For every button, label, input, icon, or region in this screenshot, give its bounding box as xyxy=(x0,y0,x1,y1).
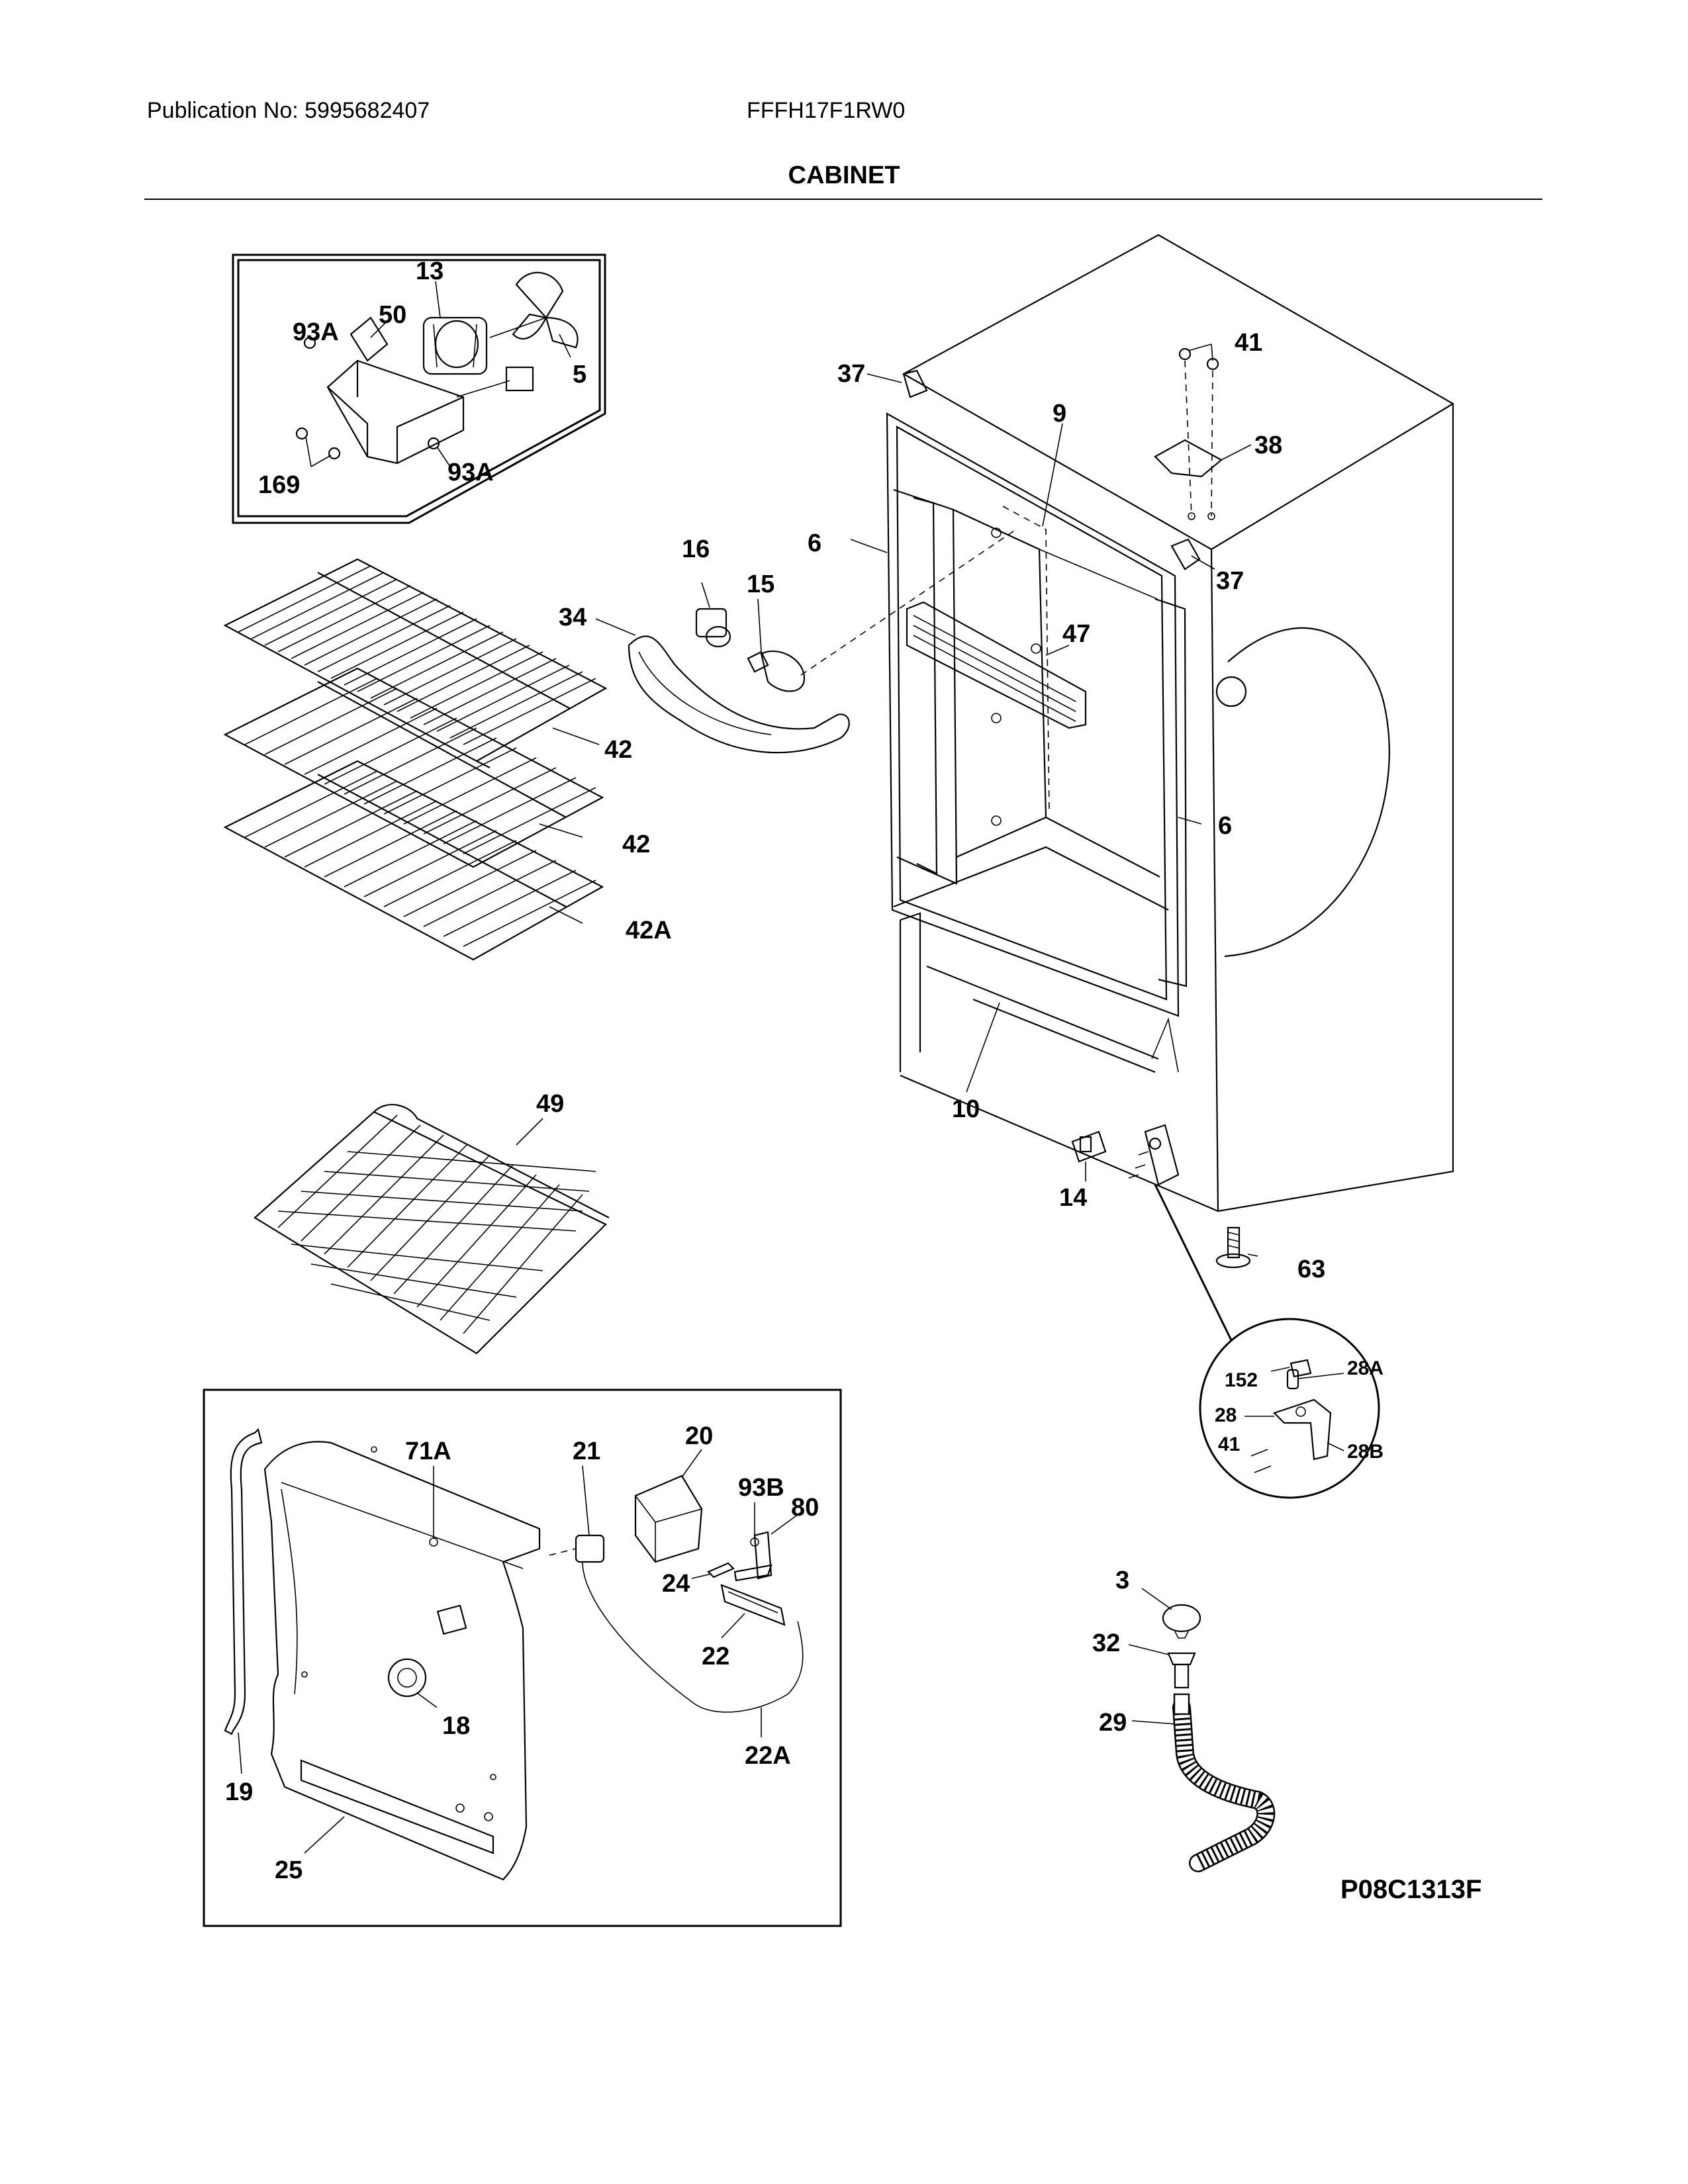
callout-152: 152 xyxy=(1225,1369,1258,1391)
callout-6: 6 xyxy=(808,529,821,557)
light-socket xyxy=(695,608,731,648)
defrost-thermostat xyxy=(549,1534,804,1713)
top-hinge xyxy=(1154,347,1223,520)
callout-28B: 28B xyxy=(1347,1441,1383,1463)
motor-bracket xyxy=(326,316,465,465)
shelf-bottom xyxy=(223,760,604,961)
callout-93A: 93A xyxy=(447,459,494,486)
callout-32: 32 xyxy=(1092,1629,1120,1657)
callout-19: 19 xyxy=(225,1778,253,1806)
publication-number: Publication No: 5995682407 xyxy=(147,98,430,123)
light-bulb xyxy=(747,650,806,692)
shelf-middle xyxy=(223,667,604,868)
callout-80: 80 xyxy=(791,1494,819,1522)
callout-42A: 42A xyxy=(626,917,672,944)
screw-icon xyxy=(328,447,341,460)
drain-grommet xyxy=(1167,1652,1196,1689)
callout-38: 38 xyxy=(1254,432,1282,459)
fan-motor xyxy=(422,316,534,398)
callout-93B: 93B xyxy=(738,1474,784,1502)
drain-plug xyxy=(1162,1604,1201,1639)
callout-28: 28 xyxy=(1215,1404,1237,1426)
callout-3: 3 xyxy=(1115,1567,1129,1594)
fan-blade xyxy=(489,271,579,349)
callout-47: 47 xyxy=(1062,620,1090,648)
callout-20: 20 xyxy=(685,1422,713,1450)
bottom-hinge xyxy=(1128,1124,1180,1186)
callout-22: 22 xyxy=(702,1643,729,1670)
callout-41: 41 xyxy=(1235,329,1262,357)
air-grille xyxy=(906,601,1087,729)
door-switch xyxy=(1071,1130,1107,1163)
callout-10: 10 xyxy=(952,1095,980,1123)
callout-21: 21 xyxy=(573,1437,600,1465)
callout-169: 169 xyxy=(258,471,300,499)
heater-clip xyxy=(720,1584,786,1626)
callout-15: 15 xyxy=(747,570,774,598)
callout-37: 37 xyxy=(837,360,865,388)
callout-16: 16 xyxy=(682,535,710,563)
callout-42: 42 xyxy=(604,736,632,764)
thermostat-cover xyxy=(634,1475,703,1563)
top-trim-cap xyxy=(1170,538,1201,570)
drain-tube xyxy=(1172,1693,1276,1872)
callout-63: 63 xyxy=(1297,1255,1325,1283)
callout-93A: 93A xyxy=(293,318,339,346)
callout-13: 13 xyxy=(416,257,444,285)
callout-49: 49 xyxy=(536,1090,564,1118)
callout-14: 14 xyxy=(1059,1184,1087,1212)
freezer-cabinet: 37 9 41 38 6 37 47 6 10 14 63 xyxy=(808,234,1454,1283)
cover-slot xyxy=(300,1759,494,1854)
callout-29: 29 xyxy=(1099,1709,1127,1737)
screw-icon xyxy=(295,427,308,440)
callout-5: 5 xyxy=(573,361,586,388)
callout-24: 24 xyxy=(662,1570,690,1598)
drain-assembly: 3 32 29 xyxy=(1092,1567,1276,1872)
wire-shelves: 42 42 42A xyxy=(223,558,672,961)
callout-6: 6 xyxy=(1218,812,1232,840)
evaporator-cover-inset: 71A 21 20 93B 80 24 22 18 22A 19 25 xyxy=(203,1388,842,1927)
callout-42: 42 xyxy=(622,831,650,858)
callout-41: 41 xyxy=(1218,1433,1240,1455)
model-number: FFFH17F1RW0 xyxy=(747,98,906,123)
wire-basket: 49 xyxy=(254,1090,610,1355)
header-divider xyxy=(144,199,1542,200)
callout-71A: 71A xyxy=(405,1437,451,1465)
callout-9: 9 xyxy=(1053,400,1066,428)
callout-28A: 28A xyxy=(1347,1357,1383,1379)
fan-shroud xyxy=(387,1658,427,1698)
hinge-detail: 152 28A 28 41 28B xyxy=(1154,1184,1383,1499)
top-trim-cap xyxy=(902,369,928,398)
section-title: CABINET xyxy=(788,161,900,189)
heater-bracket xyxy=(733,1531,773,1582)
callout-50: 50 xyxy=(379,301,406,329)
screw-icon xyxy=(427,437,440,450)
callout-34: 34 xyxy=(559,604,586,631)
callout-18: 18 xyxy=(442,1712,470,1740)
shelf-top xyxy=(223,558,608,768)
drawing-code: P08C1313F xyxy=(1340,1875,1481,1904)
leveling-leg xyxy=(1215,1226,1251,1269)
callout-25: 25 xyxy=(275,1856,303,1884)
fan-motor-inset: 13 50 93A 5 169 93A xyxy=(232,253,606,524)
callout-37: 37 xyxy=(1216,567,1244,595)
light-bracket-assembly: 16 15 34 xyxy=(559,529,1017,754)
callout-22A: 22A xyxy=(745,1742,791,1770)
screw-icon xyxy=(303,336,316,349)
